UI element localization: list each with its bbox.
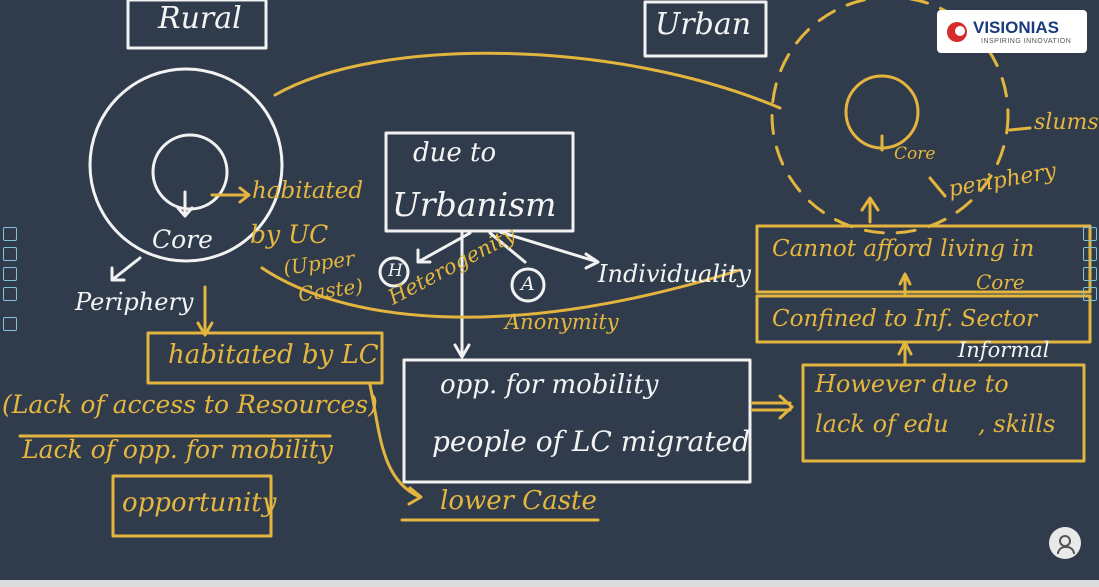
curve-lower	[260, 266, 742, 319]
urban-core-sub-label: Core	[976, 270, 1025, 294]
people-lc-migrated-label: people of LC migrated	[432, 425, 750, 458]
opp-mobility-label: opp. for mobility	[440, 370, 659, 400]
urban-dashed-circle	[770, 0, 1010, 235]
lack-opp-label: Lack of opp. for mobility	[22, 435, 333, 464]
rural-core-label: Core	[152, 225, 213, 254]
anonymity-label: Anonymity	[505, 310, 619, 334]
screen-tool-icon[interactable]	[3, 227, 17, 241]
h-circle	[378, 256, 410, 288]
lower-caste-label: lower Caste	[440, 486, 597, 516]
periphery-arrow	[110, 256, 142, 282]
however-label: However due to	[815, 370, 1009, 398]
habitated-lc-label: habitated by LC	[168, 340, 379, 370]
logo-tagline: INSPIRING INNOVATION	[981, 38, 1072, 45]
urban-core-label: Core	[894, 144, 936, 164]
however-box	[801, 363, 1086, 463]
urban-title: Urban	[655, 7, 752, 42]
rural-title: Rural	[158, 1, 242, 36]
rural-title-box	[126, 0, 268, 50]
lack-access-label: (Lack of access to Resources)	[2, 390, 378, 419]
bottom-bar	[0, 580, 1099, 587]
double-arrow-to-however	[750, 394, 794, 420]
habitated-uc-label: habitated	[252, 178, 364, 204]
logo-mark-icon	[947, 22, 967, 42]
urbanism-box	[384, 131, 575, 233]
rural-periphery-label: Periphery	[75, 288, 194, 316]
habitated-uc-arrow	[210, 186, 251, 204]
urbanism-label: Urbanism	[392, 185, 557, 224]
rural-core-circle	[151, 133, 229, 211]
periphery-down-line	[196, 285, 214, 337]
informal-label: Informal	[958, 338, 1050, 362]
mobility-box	[402, 358, 752, 484]
habitated-lc-box	[146, 331, 384, 385]
up-arrow-confined	[898, 272, 912, 298]
up-arrow-urban	[860, 196, 880, 224]
cannot-afford-box	[755, 224, 1092, 294]
right-home-tool-icon[interactable]	[1083, 267, 1097, 281]
pen-tool-icon[interactable]	[3, 247, 17, 261]
arrow-to-anonymity	[488, 231, 527, 264]
a-circle	[510, 267, 546, 303]
visionias-logo: VISIONIAS INSPIRING INNOVATION	[937, 10, 1087, 53]
arrow-to-mobility	[453, 231, 471, 359]
present-tool-icon[interactable]	[3, 317, 17, 331]
opportunity-label: opportunity	[122, 488, 277, 518]
core-arrow	[176, 190, 194, 218]
home-tool-icon[interactable]	[3, 267, 17, 281]
up-arrow-however	[897, 340, 913, 367]
individuality-label: Individuality	[598, 260, 751, 288]
urban-title-box	[643, 0, 768, 58]
arrow-to-individuality	[498, 230, 600, 270]
slums-label: slums	[1034, 110, 1099, 135]
periphery-urban-arrow	[928, 176, 947, 198]
right-pen-tool-icon[interactable]	[1083, 247, 1097, 261]
a-mark: A	[521, 273, 535, 295]
undo-tool-icon[interactable]	[3, 287, 17, 301]
logo-name: VISIONIAS	[973, 18, 1059, 37]
h-mark: H	[388, 261, 403, 281]
opportunity-box	[111, 474, 273, 538]
by-uc-label: by UC	[250, 220, 329, 249]
user-icon[interactable]	[1049, 527, 1081, 559]
cannot-afford-label: Cannot afford living in	[772, 236, 1035, 262]
slums-line	[1008, 126, 1032, 132]
due-to-label: due to	[413, 138, 497, 168]
right-screen-tool-icon[interactable]	[1083, 227, 1097, 241]
curve-rural-to-urban	[273, 51, 782, 110]
skills-label: , skills	[978, 410, 1056, 438]
right-undo-tool-icon[interactable]	[1083, 287, 1097, 301]
lack-edu-label: lack of edu	[815, 410, 949, 438]
confined-label: Confined to Inf. Sector	[772, 306, 1038, 332]
lower-caste-arrow	[368, 383, 423, 506]
rural-outer-circle	[88, 67, 284, 263]
confined-box	[755, 294, 1092, 344]
